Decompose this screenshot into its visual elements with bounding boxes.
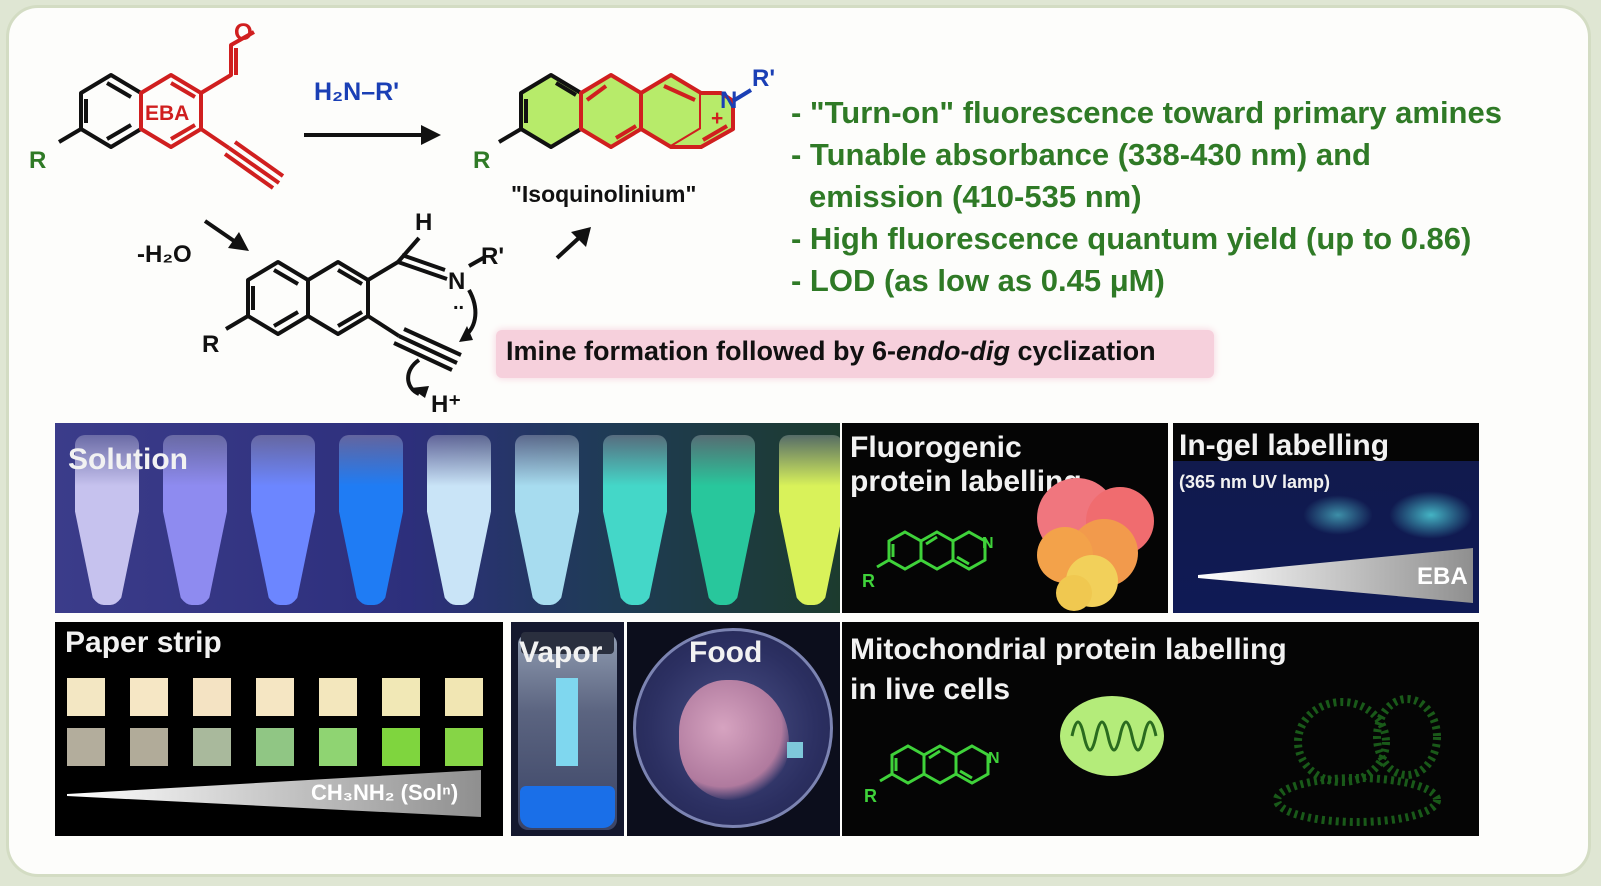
r-group-imine: R xyxy=(202,331,219,358)
reagent-label: H₂N–R' xyxy=(314,78,399,106)
vapor-strip xyxy=(556,678,578,766)
imine-n: N xyxy=(448,268,465,295)
product-label: "Isoquinolinium" xyxy=(511,181,696,207)
up-arrow xyxy=(555,234,583,260)
carbonyl-o: O xyxy=(234,19,253,46)
sample-tube xyxy=(515,435,579,605)
vial-cap xyxy=(521,632,614,654)
mitochondrion-icon xyxy=(1060,696,1164,776)
property-list: - "Turn-on" fluorescence toward primary … xyxy=(791,92,1502,302)
paper-square xyxy=(445,728,483,766)
product-rprime: R' xyxy=(752,65,775,92)
figure-frame: EBA O R H₂N–R' N + R' R xyxy=(6,5,1591,877)
ingel-title: In-gel labelling xyxy=(1179,429,1390,462)
paper-square xyxy=(382,678,420,716)
eba-gradient-wedge xyxy=(1198,548,1473,603)
curved-arrowhead-1 xyxy=(459,326,473,342)
sample-tube xyxy=(779,435,840,605)
isoquinolinium-product xyxy=(497,73,753,149)
ring-label-eba: EBA xyxy=(145,102,189,125)
ingel-panel: In-gel labelling (365 nm UV lamp) EBA xyxy=(1173,423,1479,613)
food-sensor-strip xyxy=(787,742,803,758)
food-title: Food xyxy=(689,636,763,669)
food-panel: Food xyxy=(627,622,840,836)
mito-probe-n: N xyxy=(988,750,1000,767)
solution-panel: Solution xyxy=(55,423,840,613)
vapor-liquid xyxy=(520,786,615,828)
r-group-product: R xyxy=(473,147,490,174)
product-plus: + xyxy=(711,107,723,130)
sample-tube xyxy=(691,435,755,605)
down-arrow xyxy=(203,219,239,245)
down-arrowhead xyxy=(228,232,249,251)
imine-rprime: R' xyxy=(481,243,504,270)
paper-square xyxy=(382,728,420,766)
ch3nh2-gradient-wedge xyxy=(67,770,481,817)
eba-gradient-label: EBA xyxy=(1417,563,1468,590)
shrimp xyxy=(679,680,789,800)
paper-square xyxy=(193,678,231,716)
proton: H⁺ xyxy=(431,391,461,418)
gel-band-1 xyxy=(1303,495,1373,535)
mechanism-note: Imine formation followed by 6-endo-dig c… xyxy=(506,336,1156,366)
paper-square xyxy=(319,678,357,716)
mechanism-highlight xyxy=(496,330,1214,378)
sample-tube xyxy=(427,435,491,605)
r-group-sm: R xyxy=(29,147,46,174)
vapor-title: Vapor xyxy=(519,636,603,669)
bullet-2: - Tunable absorbance (338-430 nm) and xyxy=(791,137,1371,172)
probe-n: N xyxy=(982,535,994,552)
main-arrowhead xyxy=(421,125,441,145)
reaction-scheme: EBA O R H₂N–R' N + R' R xyxy=(29,19,775,418)
live-cell-image xyxy=(1273,695,1441,826)
paper-square xyxy=(193,728,231,766)
solution-title: Solution xyxy=(68,443,188,476)
lone-pair: .. xyxy=(453,292,464,314)
ch3nh2-gradient-label: CH₃NH₂ (Solⁿ) xyxy=(311,780,459,805)
imine-h: H xyxy=(415,209,432,236)
paper-square xyxy=(130,678,168,716)
bullet-3: emission (410-535 nm) xyxy=(809,179,1142,214)
paper-square xyxy=(130,728,168,766)
paper-strip-title: Paper strip xyxy=(65,626,222,659)
water-loss-label: -H₂O xyxy=(137,241,192,268)
gel-band-2 xyxy=(1389,491,1473,539)
probe-r: R xyxy=(862,571,875,591)
curved-arrowhead-2 xyxy=(411,386,429,398)
paper-strip-panel: Paper strip CH₃NH₂ (Solⁿ) xyxy=(55,622,503,836)
mito-probe-icon xyxy=(879,744,990,785)
vapor-panel: Vapor xyxy=(511,622,624,836)
sample-tube xyxy=(339,435,403,605)
paper-square xyxy=(319,728,357,766)
protein-structure-image xyxy=(1037,478,1154,611)
imine-intermediate xyxy=(224,236,486,396)
paper-square xyxy=(256,678,294,716)
bullet-1: - "Turn-on" fluorescence toward primary … xyxy=(791,95,1502,130)
sample-tube xyxy=(603,435,667,605)
starting-material xyxy=(57,30,285,190)
product-n: N xyxy=(720,87,737,114)
paper-square xyxy=(67,728,105,766)
bullet-5: - LOD (as low as 0.45 μM) xyxy=(791,263,1165,298)
paper-square xyxy=(256,728,294,766)
bullet-4: - High fluorescence quantum yield (up to… xyxy=(791,221,1472,256)
mito-probe-r: R xyxy=(864,786,877,806)
sample-tube xyxy=(251,435,315,605)
paper-square xyxy=(67,678,105,716)
paper-square xyxy=(445,678,483,716)
ingel-subtitle: (365 nm UV lamp) xyxy=(1179,472,1331,492)
probe-structure-icon xyxy=(876,530,987,571)
up-arrowhead xyxy=(571,227,591,247)
